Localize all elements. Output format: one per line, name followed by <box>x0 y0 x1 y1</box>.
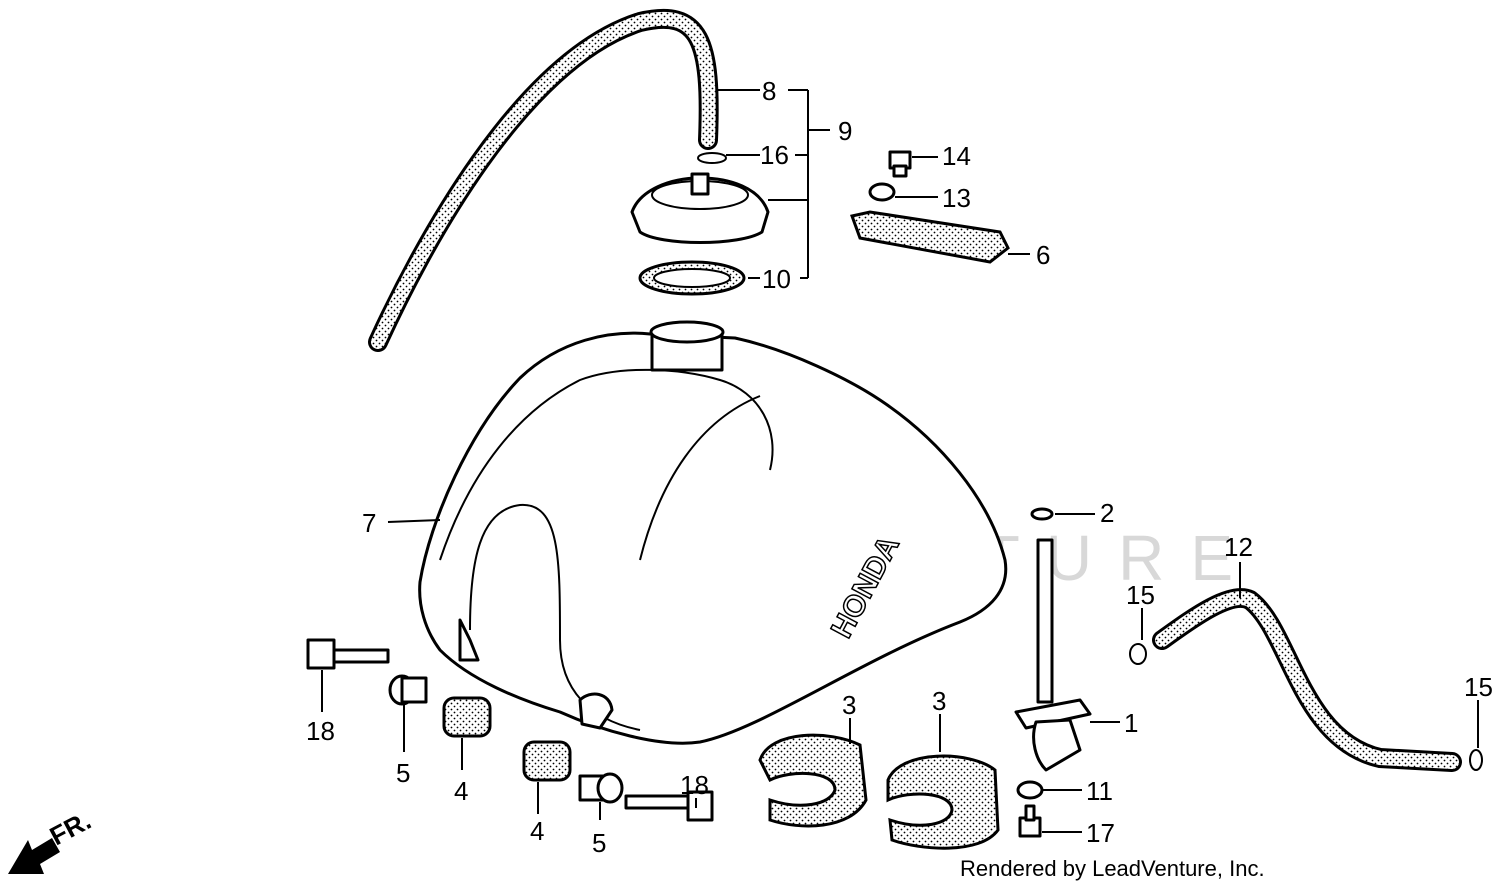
callout-6: 6 <box>1036 240 1050 270</box>
callout-7: 7 <box>362 508 376 538</box>
callout-1: 1 <box>1124 708 1138 738</box>
callout-3-right: 3 <box>932 686 946 716</box>
front-direction-arrow: FR. <box>8 805 96 874</box>
bracket-collar <box>868 182 896 202</box>
valve-washer <box>1030 507 1054 521</box>
hose-clip <box>697 152 727 164</box>
mount-cushion-left <box>442 696 492 738</box>
fuel-cap <box>630 172 770 244</box>
callout-12: 12 <box>1224 532 1253 562</box>
callout-5-left: 5 <box>396 758 410 788</box>
leader-lines <box>321 89 1479 833</box>
fuel-tank: HONDA <box>418 320 1008 745</box>
callout-4-left: 4 <box>454 776 468 806</box>
callout-9: 9 <box>838 116 852 146</box>
callout-8: 8 <box>762 76 776 106</box>
render-credit: Rendered by LeadVenture, Inc. <box>960 856 1265 881</box>
mount-collar-right <box>578 772 624 804</box>
fuel-valve <box>1014 507 1092 772</box>
tube-clip-left <box>1129 643 1147 665</box>
callout-18-right: 18 <box>680 770 709 800</box>
mount-cushion-right <box>522 740 572 782</box>
callout-10: 10 <box>762 264 791 294</box>
tank-pad-right <box>886 754 1000 850</box>
callout-15-right: 15 <box>1464 672 1493 702</box>
callout-15-left: 15 <box>1126 580 1155 610</box>
tank-bracket <box>850 210 1010 264</box>
callout-14: 14 <box>942 141 971 171</box>
breather-hose <box>368 8 719 352</box>
callout-5-right: 5 <box>592 828 606 858</box>
mount-bolt-left <box>306 638 390 670</box>
callout-4-right: 4 <box>530 816 544 846</box>
bracket-bolt <box>888 150 912 178</box>
callout-11: 11 <box>1086 776 1113 806</box>
callout-13: 13 <box>942 183 971 213</box>
callout-2: 2 <box>1100 498 1114 528</box>
valve-bolt <box>1018 804 1042 838</box>
tube-clip-right <box>1469 749 1483 771</box>
cap-gasket <box>638 260 746 296</box>
mount-bolt-right <box>624 790 714 822</box>
fuel-tube <box>1152 588 1462 772</box>
callout-16: 16 <box>760 140 789 170</box>
callout-3-left: 3 <box>842 690 856 720</box>
mount-collar-left <box>388 674 428 706</box>
callout-17: 17 <box>1086 818 1115 848</box>
callout-18-left: 18 <box>306 716 335 746</box>
tank-pad-left <box>758 733 868 828</box>
valve-nut <box>1016 780 1044 800</box>
